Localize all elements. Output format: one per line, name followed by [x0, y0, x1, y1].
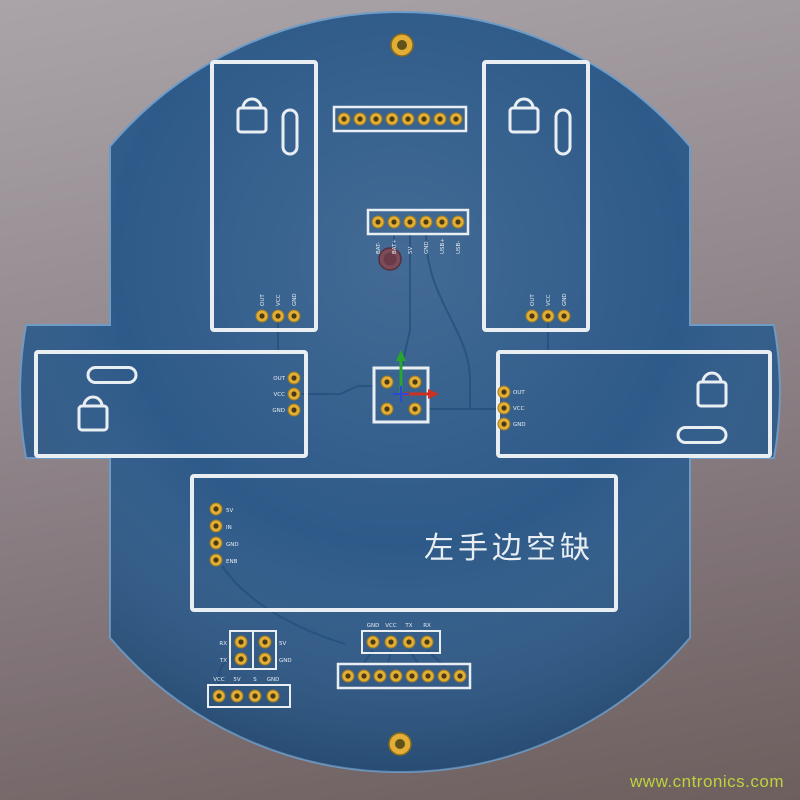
pin-label: BAT+	[392, 239, 398, 254]
origin-cross-icon	[393, 386, 409, 402]
pin-label: VCC	[274, 392, 286, 398]
pin-label: GND	[272, 408, 285, 414]
pin-label: VCC	[513, 406, 525, 412]
pin-label: GND	[226, 542, 239, 548]
module-outline-top-right	[482, 60, 590, 332]
pin-label: USB+	[440, 238, 446, 254]
pin-label: OUT	[513, 390, 525, 396]
pin-label: GND	[367, 623, 380, 629]
notice-text: 左手边空缺	[424, 531, 594, 566]
pin-label: GND	[562, 293, 568, 306]
pin-label: OUT	[273, 376, 285, 382]
module-outline-top-left	[210, 60, 318, 332]
pin-label: 5V	[233, 677, 240, 683]
pin-label: BAT-	[376, 242, 382, 254]
header-box-top	[332, 105, 468, 133]
pin-label: OUT	[530, 294, 536, 306]
pin-label: GND	[279, 658, 292, 664]
pin-label: RX	[219, 641, 227, 647]
module-outline-bottom	[190, 474, 618, 612]
origin-marker	[393, 350, 439, 402]
header-box-power	[366, 208, 470, 236]
pin-label: IN	[226, 525, 232, 531]
pin-label: TX	[404, 623, 412, 629]
module-outline-right-wing	[496, 350, 772, 458]
pin-label: GND	[267, 677, 280, 683]
watermark-text: www.cntronics.com	[630, 772, 784, 791]
x-axis-arrowhead	[428, 389, 439, 399]
pin-label: USB-	[456, 241, 462, 254]
mounting-hole-bottom	[388, 732, 412, 756]
pin-label: VCC	[385, 623, 397, 629]
copper-traces	[218, 233, 549, 688]
pin-label: GND	[424, 241, 430, 254]
pin-label: ENB	[226, 559, 238, 565]
pin-label: GND	[292, 293, 298, 306]
header-box-aux	[207, 684, 291, 708]
y-axis-arrowhead	[396, 350, 406, 361]
pin-label: VCC	[276, 294, 282, 306]
header-box-8pin	[336, 662, 472, 690]
pin-label: VCC	[213, 677, 225, 683]
pin-label: RX	[423, 623, 431, 629]
pin-label: 5V	[226, 508, 233, 514]
header-box-serial	[361, 630, 441, 654]
pin-label: 5V	[408, 247, 414, 254]
component-dome	[378, 247, 402, 271]
module-outline-left-wing	[34, 350, 308, 458]
pin-label: 5V	[279, 641, 286, 647]
pin-label: GND	[513, 422, 526, 428]
silkscreen-text-layer: OUT VCC GND OUT VCC GND OUT VCC GND OUT …	[213, 238, 594, 683]
pin-label: VCC	[546, 294, 552, 306]
pin-label: S	[253, 677, 257, 683]
pin-label: OUT	[260, 294, 266, 306]
mounting-hole-top	[390, 33, 414, 57]
pin-label: TX	[219, 658, 227, 664]
